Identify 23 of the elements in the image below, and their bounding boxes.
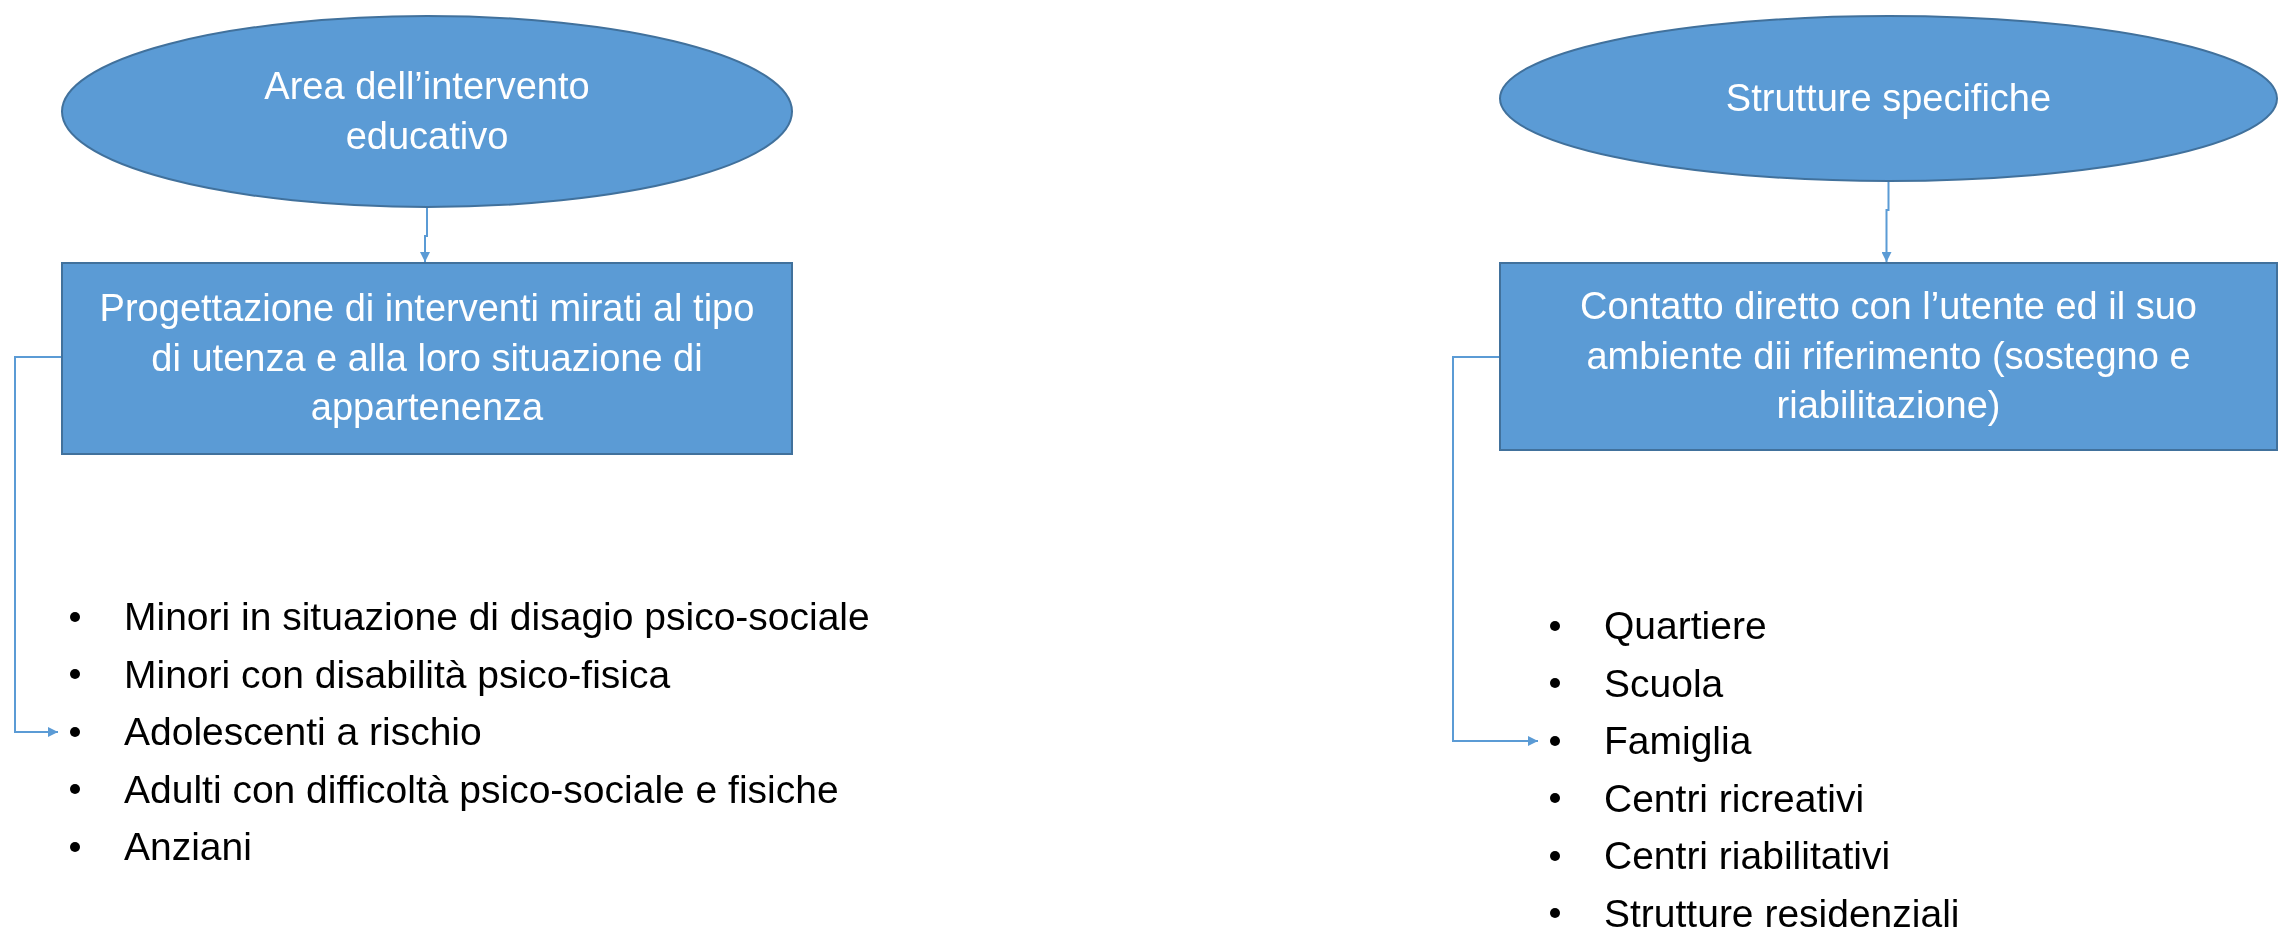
connector-arrow bbox=[1452, 356, 1539, 746]
connector-arrow bbox=[420, 207, 430, 263]
list-item: Anziani bbox=[124, 824, 252, 870]
node-label: Contatto diretto con l’utente ed il suo ambiente dii riferimento (sostegno e riabilitazione) bbox=[1579, 284, 2198, 429]
connector-arrow bbox=[1881, 181, 1892, 263]
list-item: Minori con disabilità psico-fisica bbox=[124, 651, 671, 698]
list-item: Strutture residenziali bbox=[1604, 890, 1960, 930]
list-item: Quartiere bbox=[1604, 603, 1767, 649]
list-item: Adolescenti a rischio bbox=[124, 709, 482, 755]
list-item: Adulti con difficoltà psico-sociale e fisiche bbox=[124, 766, 839, 813]
node-label: Strutture specifiche bbox=[1724, 75, 2053, 121]
list-item: Minori in situazione di disagio psico-sociale bbox=[124, 594, 870, 640]
process-box bbox=[61, 262, 793, 455]
list-item: Centri riabilitativi bbox=[1604, 833, 1891, 879]
node-label: Area dell’intervento educativo bbox=[263, 64, 591, 159]
list-item: Famiglia bbox=[1604, 718, 1752, 764]
process-box bbox=[1499, 262, 2278, 451]
ellipse-node bbox=[1499, 15, 2278, 182]
list-item: Centri ricreativi bbox=[1604, 775, 1865, 822]
node-label: Progettazione di interventi mirati al tipo di utenza e alla loro situazione di appartenenza bbox=[98, 286, 756, 431]
ellipse-node bbox=[61, 15, 793, 208]
list-item: Scuola bbox=[1604, 660, 1724, 707]
connector-arrow bbox=[14, 356, 62, 737]
